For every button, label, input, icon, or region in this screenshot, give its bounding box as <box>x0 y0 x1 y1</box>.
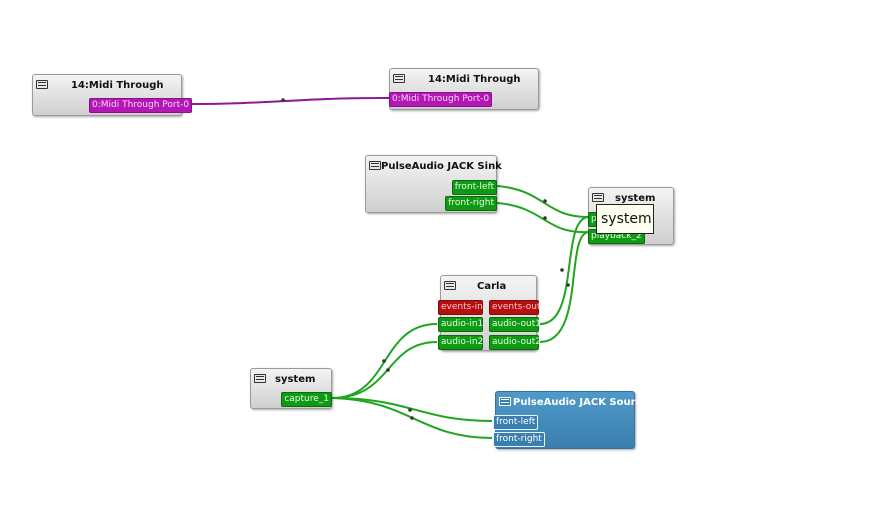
wire-capture-carla-in1[interactable] <box>331 323 438 399</box>
wire-carla-out1-playback1[interactable] <box>539 216 589 325</box>
node-title: Carla <box>441 276 536 298</box>
wire-capture-carla-in2[interactable] <box>331 341 438 399</box>
jack-client-icon <box>444 281 456 290</box>
jack-client-icon <box>254 374 266 383</box>
node-title: 14:Midi Through <box>33 75 181 97</box>
jack-client-icon <box>499 397 511 406</box>
port-carla-audio-out1[interactable]: audio-out1 <box>489 317 541 332</box>
node-midi-through-output[interactable]: 14:Midi Through 0:Midi Through Port-0 <box>32 74 193 116</box>
node-pulseaudio-jack-sink[interactable]: PulseAudio JACK Sink front-left front-ri… <box>365 155 502 213</box>
node-title: PulseAudio JACK Sink <box>366 156 502 178</box>
port-midi-through-in[interactable]: 0:Midi Through Port-0 <box>389 92 493 107</box>
node-system-capture[interactable]: system capture_1 <box>250 368 332 409</box>
jack-client-icon <box>36 80 48 89</box>
port-sink-front-left[interactable]: front-left <box>451 180 497 195</box>
port-carla-events-in[interactable]: events-in <box>438 300 483 315</box>
wire-sink-right-playback2[interactable] <box>496 202 589 234</box>
wire-capture-source-left[interactable] <box>331 397 493 422</box>
node-title: PulseAudio JACK Source <box>496 392 648 414</box>
port-sink-front-right[interactable]: front-right <box>445 196 497 211</box>
node-title: system <box>589 188 673 210</box>
jack-client-icon <box>592 193 604 202</box>
port-carla-audio-in1[interactable]: audio-in1 <box>438 317 483 332</box>
node-pulseaudio-jack-source[interactable]: PulseAudio JACK Source front-left front-… <box>493 391 648 449</box>
node-title: 14:Midi Through <box>390 69 538 91</box>
wire-carla-out2-playback2[interactable] <box>539 231 589 343</box>
port-system-capture-1[interactable]: capture_1 <box>281 392 332 407</box>
node-title: system <box>251 369 331 391</box>
node-midi-through-input[interactable]: 14:Midi Through 0:Midi Through Port-0 <box>389 68 539 110</box>
port-midi-through-out[interactable]: 0:Midi Through Port-0 <box>89 98 193 113</box>
wire-midi-through[interactable] <box>182 97 390 105</box>
node-carla[interactable]: Carla events-in events-out audio-in1 aud… <box>438 275 541 351</box>
port-carla-audio-in2[interactable]: audio-in2 <box>438 335 483 350</box>
hover-tooltip: system <box>596 204 654 234</box>
port-source-front-left[interactable]: front-left <box>493 415 539 430</box>
port-source-front-right[interactable]: front-right <box>493 432 545 447</box>
jack-client-icon <box>393 74 405 83</box>
port-carla-audio-out2[interactable]: audio-out2 <box>489 335 541 350</box>
jack-client-icon <box>369 161 381 170</box>
port-carla-events-out[interactable]: events-out <box>489 300 540 315</box>
wire-capture-source-right[interactable] <box>331 397 493 439</box>
wire-sink-left-playback1[interactable] <box>496 185 589 218</box>
